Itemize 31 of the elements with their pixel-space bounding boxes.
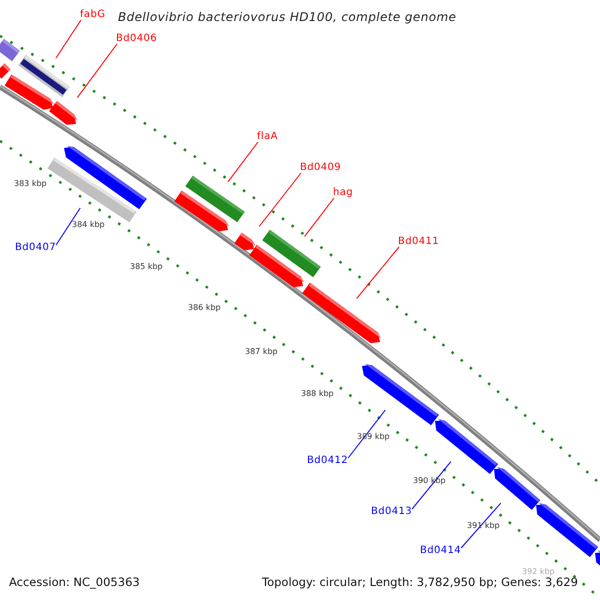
position-label: 385 kbp <box>130 262 163 271</box>
diagram-title: Bdellovibrio bacteriovorus HD100, complete genome <box>118 10 456 24</box>
genome-info: Accession: NC_005363 <box>9 575 140 589</box>
genome-info: Topology: circular; Length: 3,782,950 bp; Genes: 3,629 <box>262 575 578 589</box>
position-label: 384 kbp <box>72 220 105 229</box>
position-label: 392 kbp <box>522 567 555 576</box>
leader-line <box>56 208 81 246</box>
gene-label: Bd0413 <box>371 506 412 517</box>
gene-label: Bd0411 <box>398 236 440 247</box>
position-label: 387 kbp <box>245 347 278 356</box>
leader-line <box>356 246 400 299</box>
position-label: 386 kbp <box>188 303 221 312</box>
gene-label: hag <box>333 187 354 198</box>
gene-label: Bd0406 <box>116 33 158 44</box>
leader-line <box>304 198 334 237</box>
leader-line <box>412 461 452 510</box>
position-label: 391 kbp <box>467 521 500 530</box>
gene-label: Bd0412 <box>307 455 348 466</box>
leader-line <box>258 172 302 227</box>
leader-line <box>460 502 502 548</box>
leader-line <box>76 44 118 98</box>
gene-label: Bd0409 <box>300 162 342 173</box>
leader-line <box>348 410 386 458</box>
leader-line <box>228 142 258 182</box>
position-label: 383 kbp <box>14 179 47 188</box>
gene-label: Bd0407 <box>15 242 56 253</box>
leader-line <box>55 20 82 59</box>
gene-label: flaA <box>257 131 278 142</box>
position-label: 388 kbp <box>301 389 334 398</box>
gene-label: Bd0414 <box>420 545 462 556</box>
gene-label: fabG <box>80 9 106 20</box>
